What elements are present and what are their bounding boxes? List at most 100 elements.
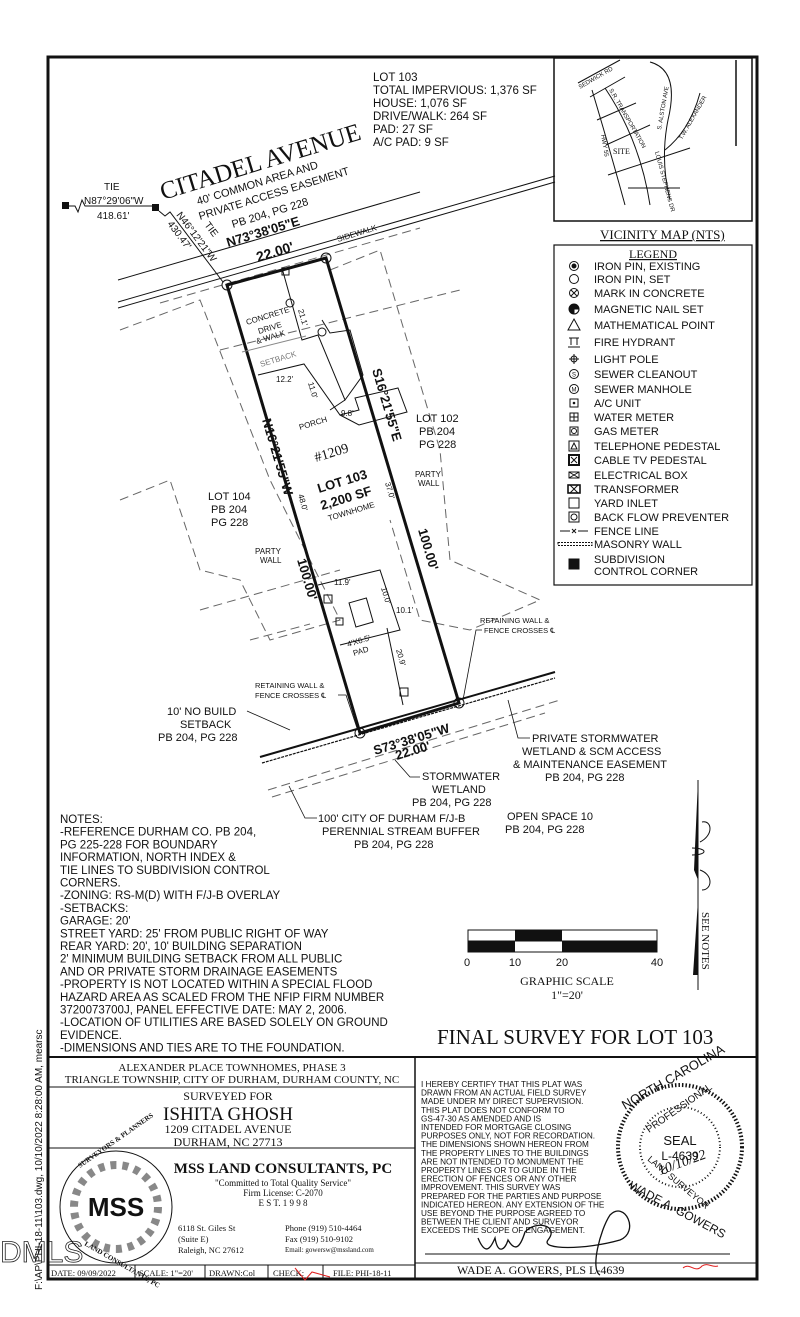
legend-label: MARK IN CONCRETE	[594, 288, 705, 300]
svg-text:FILE: PHI-18-11: FILE: PHI-18-11	[333, 1268, 391, 1278]
cable-tv-pedestal-icon	[568, 454, 580, 466]
certification-line: INDICATED HEREON. ANY EXTENSION OF THE	[421, 1200, 605, 1209]
certification-line: THE PROPERTY LINES TO THE BUILDINGS	[421, 1149, 589, 1158]
note-line: CORNERS.	[60, 878, 121, 890]
legend-item: TELEPHONE PEDESTAL	[568, 440, 720, 453]
legend-item: MAGNETIC NAIL SET	[568, 303, 704, 316]
left-bearing: N16°21'55"W	[259, 417, 296, 498]
certification-line: USE BEYOND THE PURPOSE AGREED TO	[421, 1209, 585, 1218]
svg-text:PB 204, PG 228: PB 204, PG 228	[545, 772, 625, 784]
svg-text:TIE: TIE	[104, 182, 120, 193]
legend-label: FIRE HYDRANT	[594, 337, 676, 349]
legend-label: MATHEMATICAL POINT	[594, 320, 715, 332]
svg-text:M: M	[572, 388, 577, 394]
firm-name: MSS LAND CONSULTANTS, PC	[174, 1161, 392, 1177]
front-distance: 22.00'	[254, 238, 295, 265]
certification-line: EXCEEDS THE SCOPE OF ENGAGEMENT.	[421, 1226, 585, 1235]
note-line: HAZARD AREA AS SCALED FROM THE NFIP FIRM…	[60, 992, 384, 1004]
redline-mark	[682, 1264, 719, 1270]
graphic-scale: 0 10 20 40 GRAPHIC SCALE 1"=20'	[464, 929, 663, 1002]
certification-line: GS-47-30 AS AMENDED AND IS	[421, 1114, 542, 1123]
note-line: -DIMENSIONS AND TIES ARE TO THE FOUNDATI…	[60, 1043, 345, 1055]
lot-102-label: LOT 102	[416, 413, 459, 425]
legend-item: SUBDIVISION	[568, 554, 665, 570]
legend-item: YARD INLET	[568, 497, 658, 510]
plat-border	[46, 55, 759, 1281]
certification-line: INTENDED FOR MORTGAGE CLOSING	[421, 1123, 571, 1132]
note-line: -REFERENCE DURHAM CO. PB 204,	[60, 827, 256, 839]
vicinity-site: SITE	[613, 147, 630, 156]
svg-text:PORCH: PORCH	[298, 415, 328, 432]
note-line: PG 225-228 FOR BOUNDARY	[60, 839, 218, 851]
svg-text:S.R. TRANSPORTATION: S.R. TRANSPORTATION	[607, 88, 646, 150]
legend-item: IRON PIN, SET	[569, 274, 671, 286]
left-distance: 100.00'	[294, 557, 321, 602]
ac-unit-icon	[569, 398, 579, 408]
fire-hydrant-icon	[568, 337, 580, 348]
ac-unit-icon	[335, 617, 344, 626]
final-title: FINAL SURVEY FOR LOT 103	[437, 1025, 713, 1049]
legend-label: IRON PIN, EXISTING	[594, 261, 700, 273]
svg-text:PB 204: PB 204	[211, 504, 247, 516]
svg-text:FENCE CROSSES ℄: FENCE CROSSES ℄	[484, 626, 556, 635]
note-line: -ZONING: RS-M(D) WITH F/J-B OVERLAY	[60, 890, 281, 902]
firm-est: E S T. 1 9 9 8	[259, 1198, 308, 1208]
callouts: RETAINING WALL & FENCE CROSSES ℄ RETAINI…	[158, 616, 667, 851]
legend-item: LIGHT POLE	[569, 354, 659, 366]
svg-text:(Suite E): (Suite E)	[178, 1234, 209, 1244]
legend-item: MATHEMATICAL POINT	[567, 317, 715, 332]
svg-text:PG 228: PG 228	[419, 439, 456, 451]
svg-text:418.61': 418.61'	[97, 211, 130, 222]
svg-text:RETAINING WALL &: RETAINING WALL &	[480, 616, 549, 625]
legend-label: MAGNETIC NAIL SET	[594, 304, 704, 316]
house-footprint	[241, 267, 409, 706]
svg-text:PAD: PAD	[352, 645, 370, 658]
svg-text:PERENNIAL STREAM BUFFER: PERENNIAL STREAM BUFFER	[322, 826, 480, 838]
impervious-total: TOTAL IMPERVIOUS: 1,376 SF	[373, 85, 537, 97]
svg-text:48.0': 48.0'	[296, 493, 310, 512]
legend-item: MASONRY WALL	[557, 539, 682, 551]
svg-text:11.9': 11.9'	[334, 578, 351, 587]
adjacent-lot-labels: LOT 102 PB 204 PG 228 LOT 104 PB 204 PG …	[208, 413, 459, 529]
legend-item: CONTROL CORNER	[594, 566, 698, 578]
svg-text:STORMWATER: STORMWATER	[422, 771, 500, 783]
svg-text:PARTY: PARTY	[255, 547, 282, 556]
see-notes: SEE NOTES	[699, 912, 711, 970]
certification-line: I HEREBY CERTIFY THAT THIS PLAT WAS	[421, 1080, 583, 1089]
svg-text:100' CITY OF DURHAM F/J-B: 100' CITY OF DURHAM F/J-B	[318, 813, 465, 825]
svg-text:L-4639: L-4639	[661, 1149, 699, 1163]
svg-text:DATE: 09/09/2022: DATE: 09/09/2022	[51, 1268, 116, 1278]
legend-label: LIGHT POLE	[594, 354, 659, 366]
svg-text:PG 228: PG 228	[211, 517, 248, 529]
gas-meter-icon	[569, 426, 579, 436]
svg-text:NORTH CAROLINA: NORTH CAROLINA	[619, 1041, 727, 1112]
legend-label: WATER METER	[594, 412, 674, 424]
svg-text:S. ALSTON AVE: S. ALSTON AVE	[657, 86, 671, 130]
legend-item: FIRE HYDRANT	[568, 337, 676, 349]
svg-text:0: 0	[464, 957, 470, 969]
subdivision-control-corner-icon	[62, 202, 69, 209]
magnetic-nail-icon	[568, 303, 580, 315]
svg-text:10: 10	[509, 957, 521, 969]
surveyor-signature	[477, 1210, 631, 1276]
svg-text:Phone (919) 510-4464: Phone (919) 510-4464	[285, 1223, 362, 1233]
gas-meter-icon	[323, 594, 333, 604]
svg-text:TIE: TIE	[202, 220, 220, 239]
certification-line: DRAWN FROM AN ACTUAL FIELD SURVEY	[421, 1089, 587, 1098]
legend-title: LEGEND	[629, 247, 677, 261]
electrical-box-icon	[568, 471, 580, 479]
note-line: STREET YARD: 25' FROM PUBLIC RIGHT OF WA…	[60, 928, 329, 940]
street-lines	[117, 175, 556, 309]
note-line: -LOCATION OF UTILITIES ARE BASED SOLELY …	[60, 1017, 388, 1029]
svg-text:PB 204, PG 228: PB 204, PG 228	[412, 797, 492, 809]
legend-label: TELEPHONE PEDESTAL	[594, 441, 720, 453]
certification-line: IMPROVEMENT. THIS SURVEY WAS	[421, 1183, 561, 1192]
legend-label: SEWER CLEANOUT	[594, 369, 698, 381]
vicinity-title: VICINITY MAP (NTS)	[600, 227, 725, 242]
svg-text:N87°29'06"W: N87°29'06"W	[84, 196, 144, 207]
note-line: 3720073700J, PANEL EFFECTIVE DATE: MAY 2…	[60, 1005, 347, 1017]
impervious-lot: LOT 103	[373, 72, 418, 84]
legend-label: SUBDIVISION	[594, 554, 665, 566]
